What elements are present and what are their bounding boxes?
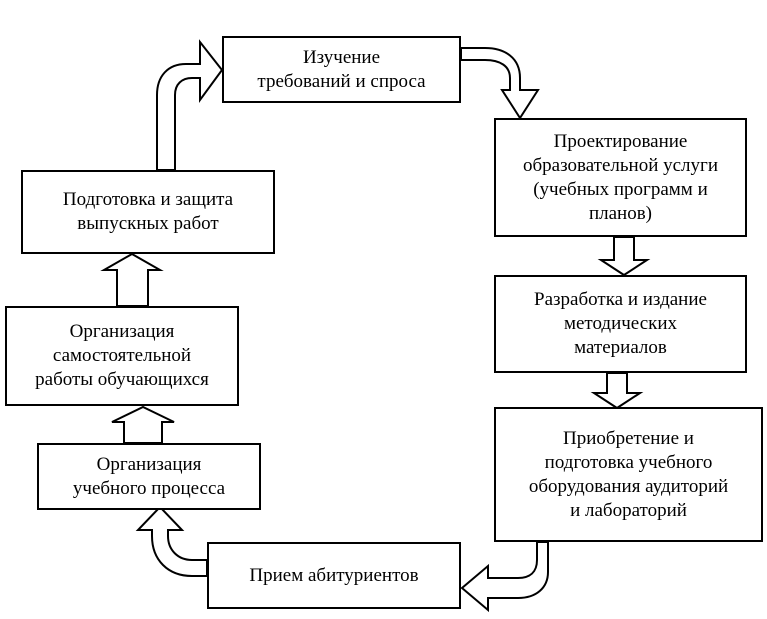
- node-design: Проектирование образовательной услуги (у…: [494, 118, 747, 237]
- node-admission: Прием абитуриентов: [207, 542, 461, 609]
- arrow-admission-to-process: [135, 505, 208, 577]
- node-admission-label: Прием абитуриентов: [249, 564, 419, 586]
- arrow-process-to-selfwork: [111, 405, 175, 444]
- arrow-equipment-to-admission: [460, 541, 549, 613]
- node-materials: Разработка и издание методических матери…: [494, 275, 747, 373]
- node-selfwork: Организация самостоятельной работы обуча…: [5, 306, 239, 406]
- arrow-materials-to-equipment: [590, 372, 644, 410]
- node-process: Организация учебного процесса: [37, 443, 261, 510]
- node-materials-label: Разработка и издание методических матери…: [534, 289, 707, 358]
- node-equipment: Приобретение и подготовка учебного обору…: [494, 407, 763, 542]
- node-thesis: Подготовка и защита выпускных работ: [21, 170, 275, 254]
- node-equipment-label: Приобретение и подготовка учебного обору…: [528, 427, 729, 521]
- arrow-selfwork-to-thesis: [100, 252, 164, 307]
- arrow-study-to-design: [460, 47, 540, 120]
- node-design-label: Проектирование образовательной услуги (у…: [522, 130, 718, 224]
- node-process-label: Организация учебного процесса: [72, 453, 226, 499]
- arrow-thesis-to-study: [156, 39, 224, 171]
- node-study: Изучение требований и спроса: [222, 36, 461, 103]
- node-selfwork-label: Организация самостоятельной работы обуча…: [35, 321, 209, 390]
- node-thesis-label: Подготовка и защита выпускных работ: [62, 189, 234, 234]
- node-study-label: Изучение требований и спроса: [257, 46, 426, 92]
- arrow-design-to-materials: [597, 236, 651, 277]
